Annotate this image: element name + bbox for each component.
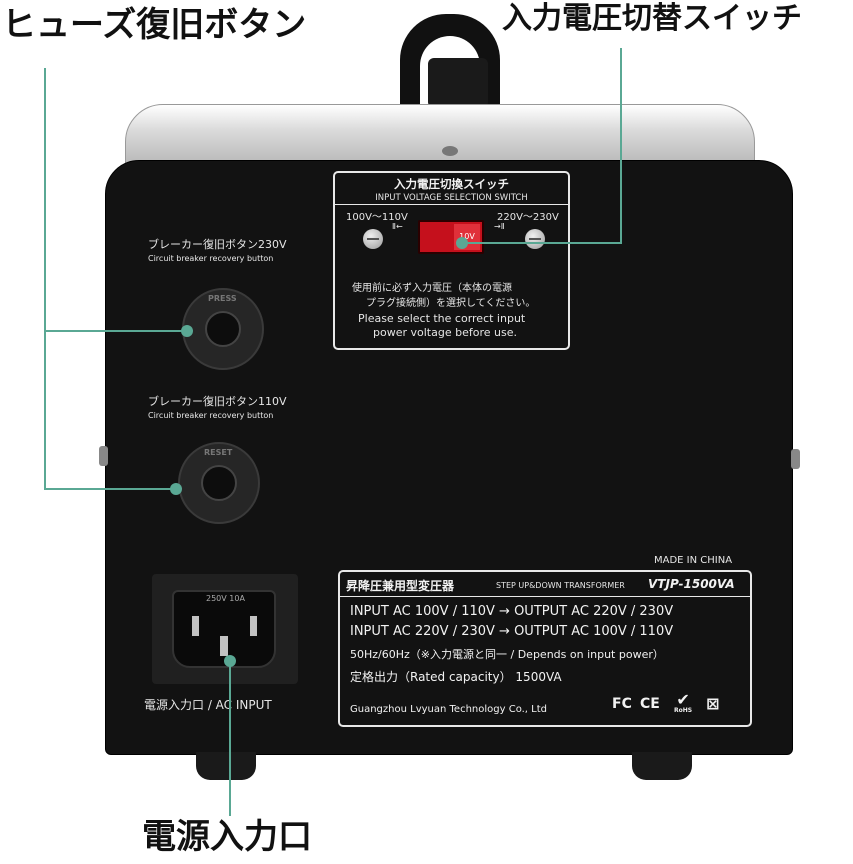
breaker-110v-button-cap[interactable] xyxy=(201,465,237,501)
breaker-230v-button-cap[interactable] xyxy=(205,311,241,347)
made-in-label: MADE IN CHINA xyxy=(654,555,733,566)
rohs-check-icon: ✔ xyxy=(676,690,690,709)
carry-handle-grip xyxy=(428,58,488,108)
switch-right-label: 220V～230V xyxy=(497,212,559,223)
inlet-pin-right xyxy=(250,616,257,636)
switch-note-jp-2: プラグ接続側）を選択してください。 xyxy=(366,298,536,309)
spec-divider xyxy=(340,596,750,597)
switch-right-arrow-icon: →Ⅱ xyxy=(494,222,505,231)
spec-plate xyxy=(338,570,752,727)
breaker-110v-ring-text: RESET xyxy=(204,448,233,457)
switch-left-label: 100V～110V xyxy=(346,212,408,223)
weee-bin-icon: ⊠ xyxy=(706,694,720,713)
leader-inlet-vertical xyxy=(229,660,231,816)
right-side-screw xyxy=(791,449,800,469)
ac-inlet-socket[interactable]: 250V 10A xyxy=(172,590,276,668)
switch-left-screw xyxy=(363,229,383,249)
right-foot xyxy=(632,752,692,780)
ac-input-label: 電源入力口 / AC INPUT xyxy=(144,698,272,712)
breaker-230v-reset-button[interactable]: PRESS xyxy=(182,288,264,370)
breaker-230v-label-en: Circuit breaker recovery button xyxy=(148,254,274,263)
rohs-mark-text: RoHS xyxy=(674,707,693,714)
switch-note-jp-1: 使用前に必ず入力電圧（本体の電源 xyxy=(352,283,512,294)
left-foot xyxy=(196,752,256,780)
left-side-screw xyxy=(99,446,108,466)
leader-fuse-upper xyxy=(44,330,186,332)
switch-panel-title: 入力電圧切換スイッチ xyxy=(394,177,509,191)
leader-fuse-lower-dot xyxy=(170,483,182,495)
top-cover xyxy=(125,104,755,166)
fc-mark-icon: FC xyxy=(612,696,632,712)
leader-switch-horizontal xyxy=(462,242,622,244)
switch-note-en-1: Please select the correct input xyxy=(358,312,526,325)
spec-line-1: INPUT AC 100V / 110V → OUTPUT AC 220V / … xyxy=(350,604,674,619)
rohs-mark-icon: ✔ RoHS xyxy=(674,692,692,714)
callout-fuse-reset: ヒューズ復旧ボタン xyxy=(2,5,307,45)
switch-panel-divider xyxy=(335,204,568,205)
spec-model: VTJP-1500VA xyxy=(648,577,735,591)
switch-right-screw xyxy=(525,229,545,249)
spec-maker: Guangzhou Lvyuan Technology Co., Ltd xyxy=(350,704,548,715)
switch-panel-subtitle: INPUT VOLTAGE SELECTION SWITCH xyxy=(375,193,528,203)
breaker-230v-label-jp: ブレーカー復旧ボタン230V xyxy=(148,238,287,251)
leader-inlet-dot xyxy=(224,655,236,667)
ac-inlet-rating: 250V 10A xyxy=(206,594,245,603)
spec-line-3: 50Hz/60Hz（※入力電源と同一 / Depends on input po… xyxy=(350,648,664,661)
voltage-switch-panel: 入力電圧切換スイッチ INPUT VOLTAGE SELECTION SWITC… xyxy=(333,171,570,350)
switch-note-en-2: power voltage before use. xyxy=(373,326,517,339)
inlet-pin-left xyxy=(192,616,199,636)
inlet-pin-earth xyxy=(220,636,228,656)
callout-power-inlet: 電源入力口 xyxy=(142,817,312,857)
breaker-110v-label-jp: ブレーカー復旧ボタン110V xyxy=(148,395,287,408)
voltage-selector-switch[interactable]: 10V xyxy=(418,220,484,254)
breaker-230v-ring-text: PRESS xyxy=(208,294,237,303)
top-screw xyxy=(442,146,458,156)
ce-mark-icon: CE xyxy=(640,696,660,712)
breaker-110v-label-en: Circuit breaker recovery button xyxy=(148,411,274,420)
leader-fuse-upper-dot xyxy=(181,325,193,337)
callout-voltage-switch: 入力電圧切替スイッチ xyxy=(502,1,802,36)
spec-title-jp: 昇降圧兼用型変圧器 xyxy=(346,579,455,593)
spec-title-en: STEP UP&DOWN TRANSFORMER xyxy=(496,581,625,590)
spec-line-2: INPUT AC 220V / 230V → OUTPUT AC 100V / … xyxy=(350,624,674,639)
switch-left-arrow-icon: Ⅱ← xyxy=(392,222,403,231)
leader-fuse-vertical xyxy=(44,68,46,490)
leader-switch-dot xyxy=(456,237,468,249)
breaker-110v-reset-button[interactable]: RESET xyxy=(178,442,260,524)
leader-fuse-lower xyxy=(44,488,176,490)
spec-line-4: 定格出力（Rated capacity） 1500VA xyxy=(350,670,562,684)
leader-switch-vertical xyxy=(620,48,622,244)
